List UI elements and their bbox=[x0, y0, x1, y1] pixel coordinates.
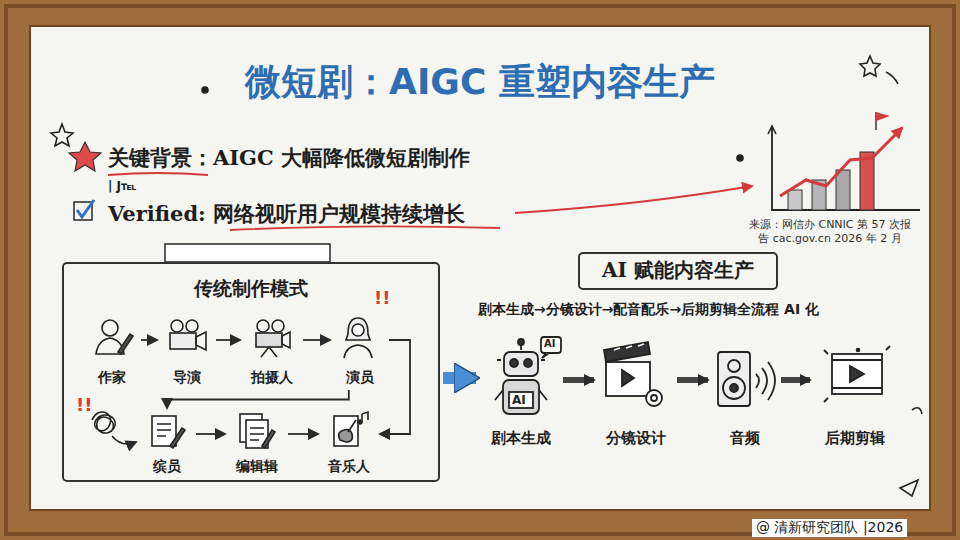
alert-mark: !! bbox=[76, 394, 92, 417]
verified-note: Verified: 网络视听用户规模持续增长 bbox=[108, 201, 465, 227]
role-director: 导演 bbox=[159, 314, 215, 389]
film-icon bbox=[824, 346, 890, 402]
storyboard-icon bbox=[604, 342, 662, 406]
connector bbox=[443, 372, 476, 384]
role-camera: 拍摄人 bbox=[242, 314, 302, 389]
alert-mark: !! bbox=[374, 287, 390, 310]
node-text: 传统制作模式 bbox=[194, 276, 308, 302]
pipeline-subtitle: 剧本生成→分镜设计→配音配乐→后期剪辑全流程 AI 化 bbox=[478, 301, 819, 319]
node-text: 演员 bbox=[346, 369, 374, 387]
garbled-note: | J℡ bbox=[108, 179, 136, 194]
node-text: 分镜设计 bbox=[606, 429, 666, 448]
node-text: 后期剪辑 bbox=[825, 429, 885, 448]
connector bbox=[781, 377, 810, 383]
node-text: 音乐人 bbox=[328, 458, 370, 476]
ai-storyboard-step: 分镜设计 bbox=[596, 345, 676, 450]
director-icon bbox=[170, 320, 206, 350]
speaker-icon bbox=[718, 352, 775, 406]
ai-audio-step: 音频 bbox=[710, 345, 780, 450]
source-note: 来源：网信办 CNNIC 第 57 次报告 cac.gov.cn 2026 年 … bbox=[745, 218, 915, 246]
empty-tab bbox=[165, 244, 330, 262]
role-musician: 音乐人 bbox=[320, 410, 378, 478]
ai-edit-step: 后期剪辑 bbox=[812, 338, 898, 450]
growth-chart bbox=[768, 112, 920, 210]
check-bullet bbox=[74, 200, 94, 220]
connector bbox=[563, 377, 594, 383]
footer: @ 清新研究团队 |2026 bbox=[752, 519, 907, 537]
editor-icon bbox=[240, 414, 275, 448]
node-text: 拍摄人 bbox=[251, 369, 293, 387]
star-bullet bbox=[69, 142, 101, 171]
actor-icon bbox=[344, 318, 372, 358]
role-writer: 作家 bbox=[84, 314, 140, 389]
ai-heading-box: AI 赋能内容生产 bbox=[578, 252, 778, 290]
node-text: 导演 bbox=[173, 369, 201, 387]
title: 微短剧：AIGC 重塑内容生产 bbox=[180, 58, 780, 107]
connector bbox=[288, 433, 318, 435]
decorations bbox=[51, 56, 922, 496]
writer-icon bbox=[96, 320, 133, 354]
key-background: 关键背景：AIGC 大幅降低微短剧制作 bbox=[108, 145, 470, 171]
camera-operator-icon bbox=[256, 320, 290, 357]
node-text: 音频 bbox=[730, 429, 760, 448]
connectors bbox=[141, 340, 810, 434]
connector bbox=[380, 340, 410, 434]
ai-bubble: AI bbox=[544, 338, 555, 351]
role-script: 缤员 bbox=[139, 410, 195, 478]
connector bbox=[677, 377, 708, 383]
role-editor: 编辑辑 bbox=[227, 410, 287, 478]
musician-icon bbox=[334, 412, 368, 446]
connector bbox=[196, 433, 225, 435]
robot-icon bbox=[495, 337, 561, 414]
connector bbox=[141, 339, 157, 341]
connector bbox=[303, 339, 330, 341]
connector bbox=[167, 390, 349, 408]
connector bbox=[216, 339, 240, 341]
node-text: 缤员 bbox=[153, 458, 181, 476]
node-text: 编辑辑 bbox=[236, 458, 278, 476]
node-text: 作家 bbox=[98, 369, 126, 387]
underlines bbox=[108, 173, 752, 230]
ai-chest: AI bbox=[512, 393, 526, 408]
script-icon bbox=[152, 416, 185, 448]
scribble-icon bbox=[92, 412, 136, 444]
node-text: 剧本生成 bbox=[491, 429, 551, 448]
role-actor: 演员 bbox=[332, 314, 388, 389]
node-text: AI 赋能内容生产 bbox=[602, 257, 754, 284]
